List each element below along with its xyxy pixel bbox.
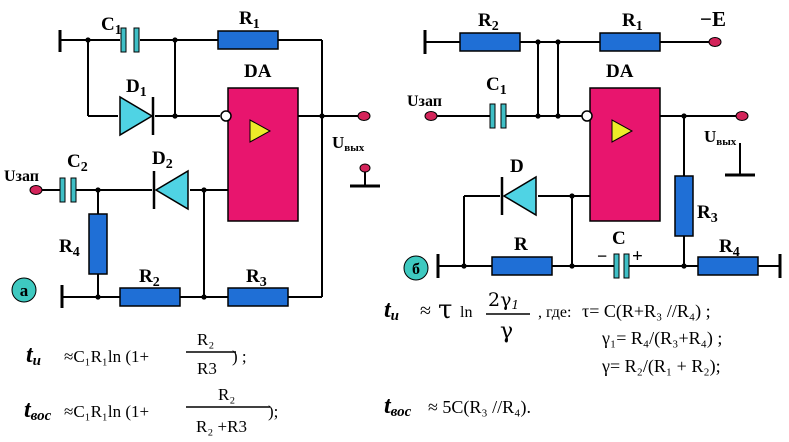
formula-tvos-b: tвос ≈ 5C(R₃ //R₄). bbox=[384, 393, 531, 420]
svg-text:≈C₁R₁ln (1+: ≈C₁R₁ln (1+ bbox=[64, 402, 149, 421]
label-r4-b: R4 bbox=[719, 236, 740, 260]
label-c-minus-b: − bbox=[597, 246, 607, 266]
label-uzap-b: Uзап bbox=[407, 93, 442, 110]
label-r3-b: R3 bbox=[697, 202, 718, 226]
svg-text:R₂: R₂ bbox=[197, 330, 214, 349]
svg-text:tвос: tвос bbox=[384, 393, 412, 420]
svg-text:τ: τ bbox=[438, 295, 452, 325]
svg-text:R₂ +R3: R₂ +R3 bbox=[196, 417, 247, 436]
svg-text:tи: tи bbox=[26, 342, 41, 369]
svg-text:2γ1: 2γ1 bbox=[488, 289, 519, 312]
label-neg-e-b: −E bbox=[700, 7, 726, 31]
diode-d2-a bbox=[152, 169, 189, 211]
svg-text:tи: tи bbox=[384, 297, 399, 324]
diode-d1-a bbox=[119, 95, 155, 137]
svg-text:);: ); bbox=[268, 402, 278, 421]
svg-text:tвос: tвос bbox=[24, 397, 52, 424]
opamp-da-b bbox=[581, 87, 661, 222]
output-terminal-a bbox=[357, 111, 371, 121]
label-r2-b: R2 bbox=[478, 10, 499, 34]
label-c2-a: C2 bbox=[67, 151, 88, 175]
label-r1-b: R1 bbox=[622, 10, 643, 34]
label-c1-b: C1 bbox=[486, 74, 507, 98]
capacitor-c-b bbox=[613, 253, 630, 279]
circuit-a bbox=[40, 30, 380, 308]
neg-e-terminal-b bbox=[708, 37, 722, 47]
label-r1-a: R1 bbox=[239, 8, 260, 32]
formula-gamma1-b: γ₁= R₄/(R₃+R₄) ; bbox=[601, 328, 722, 349]
svg-text:R₂: R₂ bbox=[218, 385, 235, 404]
svg-text:τ= C(R+R₃ //R₄) ;: τ= C(R+R₃ //R₄) ; bbox=[582, 301, 711, 322]
resistor-r1-b bbox=[599, 32, 661, 52]
svg-text:≈: ≈ bbox=[420, 300, 431, 322]
label-r2-a: R2 bbox=[139, 266, 160, 290]
output-terminal-b bbox=[735, 111, 749, 121]
svg-text:R3: R3 bbox=[197, 359, 217, 378]
svg-text:) ;: ) ; bbox=[232, 347, 247, 366]
svg-text:≈ 5C(R₃ //R₄).: ≈ 5C(R₃ //R₄). bbox=[428, 397, 531, 418]
badge-b-label: б bbox=[412, 261, 420, 278]
capacitor-c1-b bbox=[489, 103, 507, 129]
resistor-r2-a bbox=[119, 287, 181, 307]
label-r3-a: R3 bbox=[246, 266, 267, 290]
label-c-b: C bbox=[612, 228, 626, 249]
label-d-b: D bbox=[510, 156, 524, 177]
formula-tu-b: tи ≈ τ ln 2γ1 γ , где: τ= C(R+R₃ //R₄) ; bbox=[384, 289, 711, 344]
svg-text:, где:: , где: bbox=[538, 304, 571, 321]
resistor-r4-b bbox=[697, 256, 759, 276]
resistor-r3-a bbox=[227, 287, 289, 307]
capacitor-c2-a bbox=[59, 177, 77, 203]
capacitor-c1-a bbox=[120, 27, 140, 53]
svg-text:ln: ln bbox=[460, 304, 472, 321]
junctions-b bbox=[461, 39, 687, 269]
junctions-a bbox=[85, 37, 325, 300]
label-uzap-a: Uзап bbox=[4, 168, 39, 185]
resistor-r3-b bbox=[674, 175, 694, 237]
resistor-r4-a bbox=[88, 213, 108, 275]
label-d1-a: D1 bbox=[126, 76, 147, 100]
label-uout-b: Uвых bbox=[704, 127, 737, 148]
diode-d-b bbox=[500, 175, 537, 217]
svg-text:γ: γ bbox=[500, 319, 513, 344]
label-r4-a: R4 bbox=[59, 236, 80, 260]
resistor-r1-a bbox=[217, 30, 279, 50]
badge-a-label: а bbox=[20, 281, 29, 300]
resistor-r2-b bbox=[459, 32, 521, 52]
label-uout-a: Uвых bbox=[332, 133, 365, 154]
label-r-b: R bbox=[514, 234, 528, 255]
input-terminal-b bbox=[424, 111, 438, 121]
label-da-b: DA bbox=[606, 61, 634, 82]
label-c1-a: C1 bbox=[101, 14, 122, 38]
label-da-a: DA bbox=[244, 61, 272, 82]
badge-b: б bbox=[403, 255, 429, 281]
formula-gamma-b: γ= R₂/(R₁ + R₂); bbox=[601, 356, 721, 377]
svg-text:≈C₁R₁ln (1+: ≈C₁R₁ln (1+ bbox=[64, 347, 149, 366]
formula-tvos-a: tвос ≈C₁R₁ln (1+ R₂ R₂ +R3 ); bbox=[24, 385, 278, 436]
badge-a: а bbox=[11, 277, 37, 303]
opamp-da-a bbox=[220, 87, 299, 222]
label-d2-a: D2 bbox=[152, 148, 173, 172]
label-c-plus-b: + bbox=[632, 246, 643, 267]
input-terminal-a bbox=[29, 185, 43, 195]
resistor-r-b bbox=[491, 256, 553, 276]
uout-ground-terminal-a bbox=[359, 163, 371, 173]
formula-tu-a: tи ≈C₁R₁ln (1+ R₂ R3 ) ; bbox=[26, 330, 247, 378]
